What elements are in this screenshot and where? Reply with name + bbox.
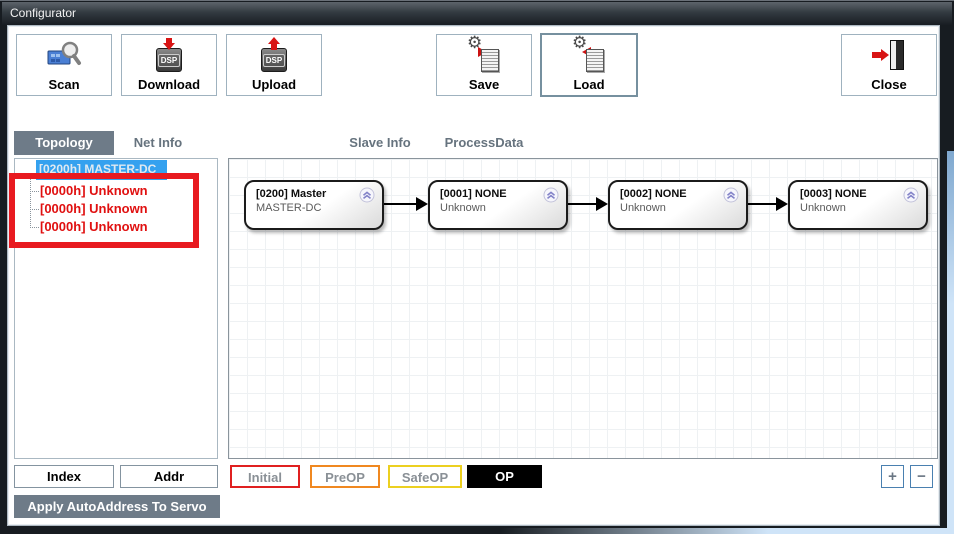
save-icon: ⚙ [437,33,531,77]
node-id: [0002] NONE [620,188,687,200]
addr-button[interactable]: Addr [120,465,218,488]
scan-icon [17,35,111,77]
topology-node-slave-3[interactable]: [0003] NONE Unknown [788,180,928,230]
collapse-chevron-icon[interactable] [543,187,559,203]
state-initial-button[interactable]: Initial [230,465,300,488]
window-edge-glow-right [947,151,954,534]
download-dsp-icon: DSP [122,35,216,77]
download-label: Download [137,77,201,92]
index-button[interactable]: Index [14,465,114,488]
node-id: [0003] NONE [800,188,867,200]
tree-connector-stub [30,227,39,228]
upload-dsp-icon: DSP [227,35,321,77]
connection-arrow [384,203,416,205]
node-subtitle: MASTER-DC [256,202,322,214]
load-label: Load [573,77,605,92]
zoom-in-button[interactable]: + [881,465,904,488]
connection-arrow [568,203,596,205]
node-subtitle: Unknown [440,202,486,214]
node-id: [0200] Master [256,188,327,200]
close-label: Close [871,77,907,92]
connection-arrow [748,203,776,205]
load-icon: ⚙ [542,33,636,77]
node-subtitle: Unknown [620,202,666,214]
tree-connector-stub [30,191,39,192]
collapse-chevron-icon[interactable] [903,187,919,203]
device-tree-panel [14,158,218,459]
apply-autoaddress-button[interactable]: Apply AutoAddress To Servo [14,495,220,518]
tree-item-slave[interactable]: [0000h] Unknown [40,219,148,234]
tab-process-data[interactable]: ProcessData [444,135,524,150]
save-button[interactable]: ⚙ Save [436,33,532,96]
close-button[interactable]: Close [841,34,937,96]
tree-item-slave[interactable]: [0000h] Unknown [40,201,148,216]
tab-slave-info[interactable]: Slave Info [349,135,411,150]
connection-arrowhead [596,197,608,211]
load-button[interactable]: ⚙ Load [540,33,638,97]
tab-topology[interactable]: Topology [14,131,114,155]
window-title: Configurator [10,6,77,20]
collapse-chevron-icon[interactable] [723,187,739,203]
window-edge-glow-bottom [500,528,947,534]
tree-item-master[interactable]: [0200h] MASTER-DC [36,160,167,180]
save-label: Save [468,77,500,92]
tree-connector-line [30,177,31,228]
scan-button[interactable]: Scan [16,34,112,96]
tab-net-info[interactable]: Net Info [133,135,183,150]
zoom-out-button[interactable]: − [910,465,933,488]
tree-connector-stub [30,209,39,210]
state-op-button[interactable]: OP [467,465,542,488]
tree-item-slave[interactable]: [0000h] Unknown [40,183,148,198]
topology-node-slave-2[interactable]: [0002] NONE Unknown [608,180,748,230]
collapse-chevron-icon[interactable] [359,187,375,203]
topology-node-master[interactable]: [0200] Master MASTER-DC [244,180,384,230]
state-safeop-button[interactable]: SafeOP [388,465,462,488]
node-subtitle: Unknown [800,202,846,214]
upload-label: Upload [251,77,297,92]
state-preop-button[interactable]: PreOP [310,465,380,488]
close-door-icon [842,35,936,77]
topology-node-slave-1[interactable]: [0001] NONE Unknown [428,180,568,230]
connection-arrowhead [776,197,788,211]
download-button[interactable]: DSP Download [121,34,217,96]
node-id: [0001] NONE [440,188,507,200]
upload-button[interactable]: DSP Upload [226,34,322,96]
connection-arrowhead [416,197,428,211]
scan-label: Scan [48,77,80,92]
titlebar[interactable]: Configurator [2,2,952,25]
